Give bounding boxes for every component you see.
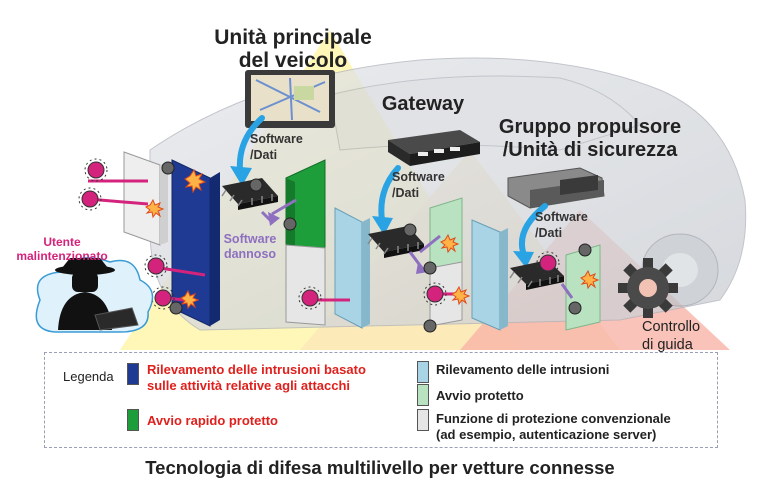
layer-intrusion-2 — [471, 219, 508, 331]
gear-icon — [618, 258, 678, 318]
impact-bursts — [145, 168, 600, 310]
legend-swatch-fast-secure-boot — [127, 409, 139, 431]
attacker-label-1: Utente — [43, 235, 81, 249]
download-arrows — [236, 115, 548, 258]
legend-item-fast-secure-boot: Avvio rapido protetto — [147, 413, 278, 428]
software-data-label-3b: /Dati — [535, 226, 562, 240]
software-data-label-1b: /Dati — [250, 148, 277, 162]
head-unit-title-1: Unità principale — [214, 26, 372, 49]
head-unit-title-2: del veicolo — [239, 49, 348, 72]
legend-swatch-intrusion — [417, 361, 429, 383]
virus-icons — [78, 158, 592, 333]
legend-item-intrusion: Rilevamento delle intrusioni — [436, 362, 610, 377]
powertrain-title-1: Gruppo propulsore — [499, 116, 681, 138]
software-data-label-1a: Software — [250, 132, 303, 146]
legend-swatch-intrusion-attack — [127, 363, 139, 385]
software-data-label-2a: Software — [392, 170, 445, 184]
attacker-label-2: malintenzionato — [16, 249, 107, 263]
driving-control-label-1: Controllo — [642, 319, 700, 335]
gateway-title: Gateway — [382, 93, 465, 115]
chip-head-unit — [221, 178, 278, 210]
attacker-icon — [35, 257, 154, 333]
legend: Legenda Rilevamento delle intrusioni bas… — [44, 352, 718, 448]
driving-control-label-2: di guida — [642, 337, 694, 353]
legend-item-secure-boot: Avvio protetto — [436, 388, 524, 403]
software-data-label-3a: Software — [535, 210, 588, 224]
software-data-label-2b: /Dati — [392, 186, 419, 200]
legend-swatch-conventional — [417, 409, 429, 431]
malicious-software-label-1: Software — [224, 232, 277, 246]
layer-conventional-2 — [285, 244, 326, 326]
legend-item-conventional: Funzione di protezione convenzionale (ad… — [436, 411, 671, 442]
layer-intrusion-attack — [171, 159, 220, 327]
powertrain-unit — [507, 167, 605, 209]
figure-caption: Tecnologia di difesa multilivello per ve… — [145, 457, 615, 478]
legend-swatch-secure-boot — [417, 384, 429, 406]
malicious-software-label-2: dannoso — [224, 247, 276, 261]
malicious-arrows — [260, 198, 574, 299]
powertrain-title-2: /Unità di sicurezza — [503, 139, 678, 161]
legend-item-intrusion-attack: Rilevamento delle intrusioni basato sull… — [147, 362, 366, 393]
layer-conventional-1 — [123, 151, 168, 246]
head-unit-display — [245, 70, 335, 128]
gateway-box — [388, 130, 480, 166]
legend-title: Legenda — [63, 369, 114, 384]
layer-intrusion-1 — [334, 207, 370, 329]
